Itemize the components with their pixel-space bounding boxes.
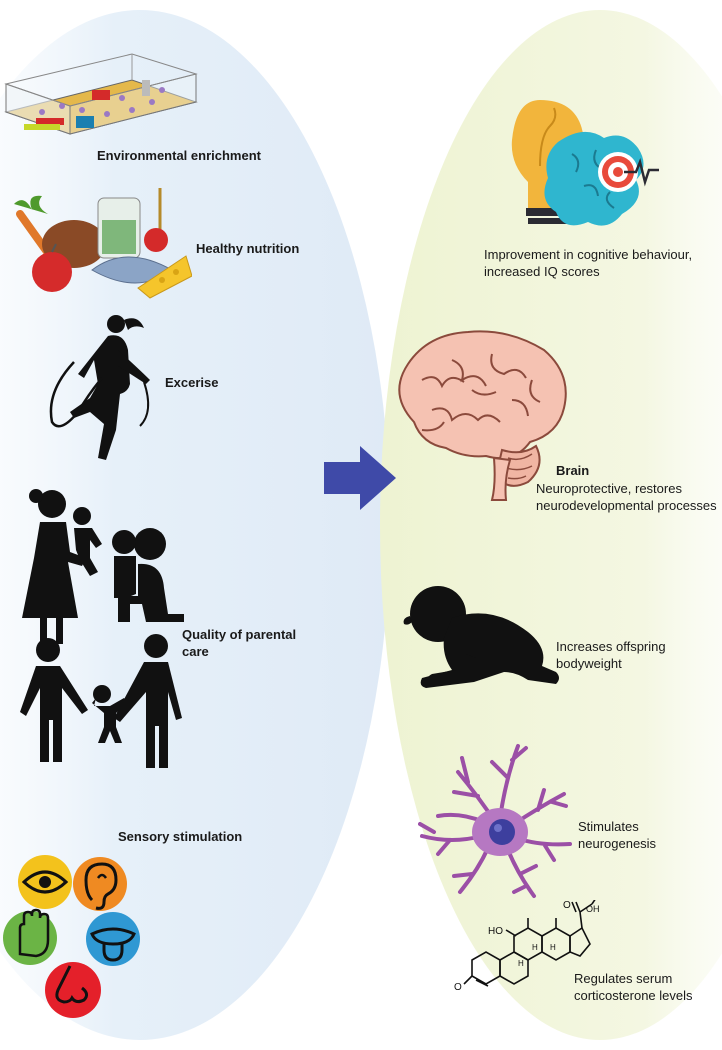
crawling-baby-icon xyxy=(403,586,559,688)
cage-icon xyxy=(4,53,198,135)
corticosterone-structure-icon: O HO O OH H H H xyxy=(454,900,600,993)
ho-text: HO xyxy=(488,926,503,937)
side-oxo-text: O xyxy=(563,900,571,911)
tongue-icon xyxy=(86,912,140,966)
h-label-1: H xyxy=(532,943,538,952)
ear-icon xyxy=(73,857,127,911)
sensory-stimulation-label: Sensory stimulation xyxy=(118,829,243,844)
parental-care-label: Quality of parental care xyxy=(182,627,297,659)
eye-icon xyxy=(18,855,72,909)
brain-title: Brain xyxy=(556,463,590,478)
h-label-2: H xyxy=(518,959,524,968)
food-icon xyxy=(14,188,192,299)
ring-oxo-text: O xyxy=(454,982,462,993)
cognitive-label: Improvement in cognitive behaviour, incr… xyxy=(484,247,693,279)
neurogenesis-label: Stimulates neurogenesis xyxy=(578,819,657,851)
hand-icon xyxy=(3,908,57,965)
healthy-nutrition-label: Healthy nutrition xyxy=(196,241,300,256)
jump-rope-icon xyxy=(49,315,150,460)
neuron-icon xyxy=(418,744,572,898)
h-label-3: H xyxy=(550,943,556,952)
right-arrow-icon xyxy=(324,446,396,510)
exercise-label: Excerise xyxy=(165,375,219,390)
parent-child-icon xyxy=(20,489,184,768)
bodyweight-label: Increases offspring bodyweight xyxy=(556,639,666,671)
corticosterone-label: Regulates serum corticosterone levels xyxy=(574,971,693,1003)
oh-text: OH xyxy=(586,904,600,914)
environmental-enrichment-label: Environmental enrichment xyxy=(97,148,261,163)
nose-icon xyxy=(45,962,101,1018)
brain-icon xyxy=(398,330,567,501)
brain-bulb-target-icon xyxy=(511,100,659,226)
senses-icon xyxy=(3,855,140,1018)
brain-label: Neuroprotective, restores neurodevelopme… xyxy=(536,481,717,513)
